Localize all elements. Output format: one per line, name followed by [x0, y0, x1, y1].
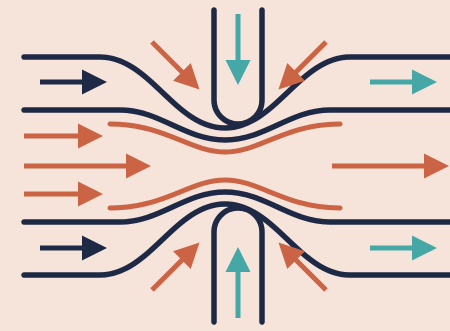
diag-arrow-bottom-left-icon	[150, 242, 200, 292]
streamline-top-outer	[21, 54, 450, 131]
diag-arrow-top-left-icon	[150, 40, 200, 90]
diag-arrow-bottom-right-icon	[278, 242, 328, 292]
diag-arrow-top-right-icon	[278, 40, 328, 90]
bottom-u-channel	[211, 205, 265, 325]
streamline-orange-bottom	[107, 177, 343, 211]
streamline-bottom-inner	[21, 189, 450, 225]
top-u-channel	[211, 7, 265, 127]
streamline-orange-top	[107, 121, 343, 155]
streamline-top-inner	[21, 107, 450, 143]
streamline-bottom-outer	[21, 201, 450, 278]
